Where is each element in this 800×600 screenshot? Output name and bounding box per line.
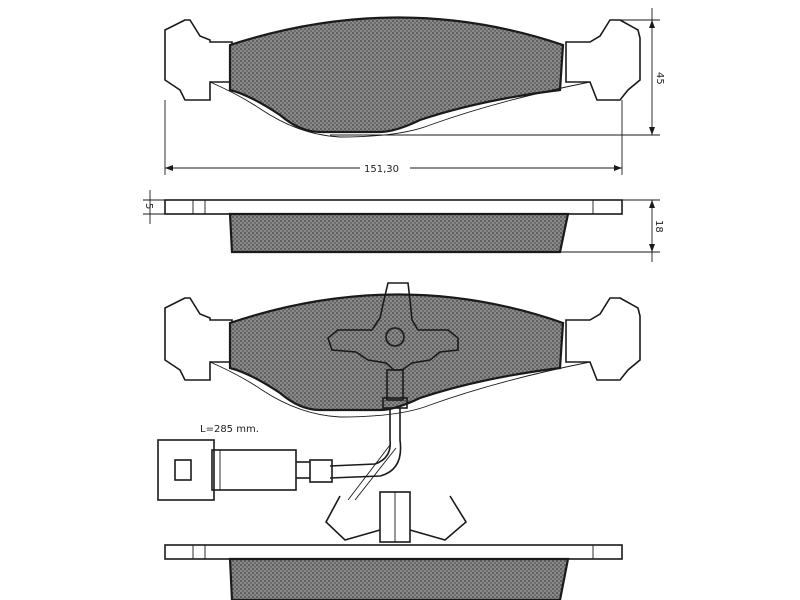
electrical-connector bbox=[157, 439, 215, 501]
width-arrow-right bbox=[614, 165, 622, 171]
sensor-cable-lower bbox=[329, 408, 402, 479]
cable-length-label: L=285 mm. bbox=[200, 424, 259, 435]
pad-front-view-top bbox=[164, 16, 641, 138]
backing-plate-right-ear-top bbox=[565, 19, 641, 101]
friction-outline-top bbox=[209, 81, 591, 138]
backing-plate-left-ear-bottom bbox=[164, 297, 233, 381]
friction-material-bottom bbox=[228, 293, 565, 412]
friction-material-side-top bbox=[228, 212, 570, 254]
cable-grommet bbox=[309, 459, 333, 483]
width-arrow-left bbox=[165, 165, 173, 171]
backing-label: 5 bbox=[143, 203, 154, 209]
backing-plate-side-top bbox=[164, 199, 623, 215]
width-dimension: 151,30 bbox=[164, 100, 623, 175]
thickness-dimension: 18 bbox=[560, 199, 664, 262]
spring-clip-right-arm bbox=[409, 495, 468, 541]
sensor-clip-hole bbox=[385, 327, 405, 347]
cable-hatch-2 bbox=[354, 447, 397, 501]
connector-sleeve bbox=[211, 449, 297, 491]
height-label: 45 bbox=[654, 72, 665, 85]
friction-material-side-bottom bbox=[228, 557, 570, 600]
height-dimension: 45 bbox=[330, 8, 665, 136]
friction-outline-bottom bbox=[209, 361, 591, 418]
thickness-arrow-bottom bbox=[649, 244, 655, 252]
sensor-body bbox=[386, 369, 404, 401]
backing-plate-right-ear-bottom bbox=[565, 297, 641, 381]
sensor-head bbox=[382, 397, 408, 409]
spring-clip-left-arm bbox=[325, 495, 381, 541]
pad-front-view-bottom bbox=[164, 282, 641, 418]
pad-side-view-top bbox=[164, 199, 623, 254]
wear-sensor-cable: L=285 mm. bbox=[157, 408, 402, 501]
width-label: 151,30 bbox=[364, 164, 399, 175]
backing-thickness-dimension: 5 bbox=[143, 190, 165, 224]
thickness-label: 18 bbox=[653, 220, 664, 233]
connector-pin-slot bbox=[174, 459, 192, 481]
height-arrow-top bbox=[649, 20, 655, 28]
height-arrow-bottom bbox=[649, 127, 655, 135]
backing-plate-outline-top bbox=[164, 19, 233, 101]
friction-material-top bbox=[228, 16, 565, 134]
thickness-arrow-top bbox=[649, 200, 655, 208]
cable-hatch-1 bbox=[347, 444, 391, 501]
pad-side-view-bottom bbox=[164, 544, 623, 600]
spring-clip bbox=[325, 491, 468, 543]
backing-plate-side-bottom bbox=[164, 544, 623, 560]
